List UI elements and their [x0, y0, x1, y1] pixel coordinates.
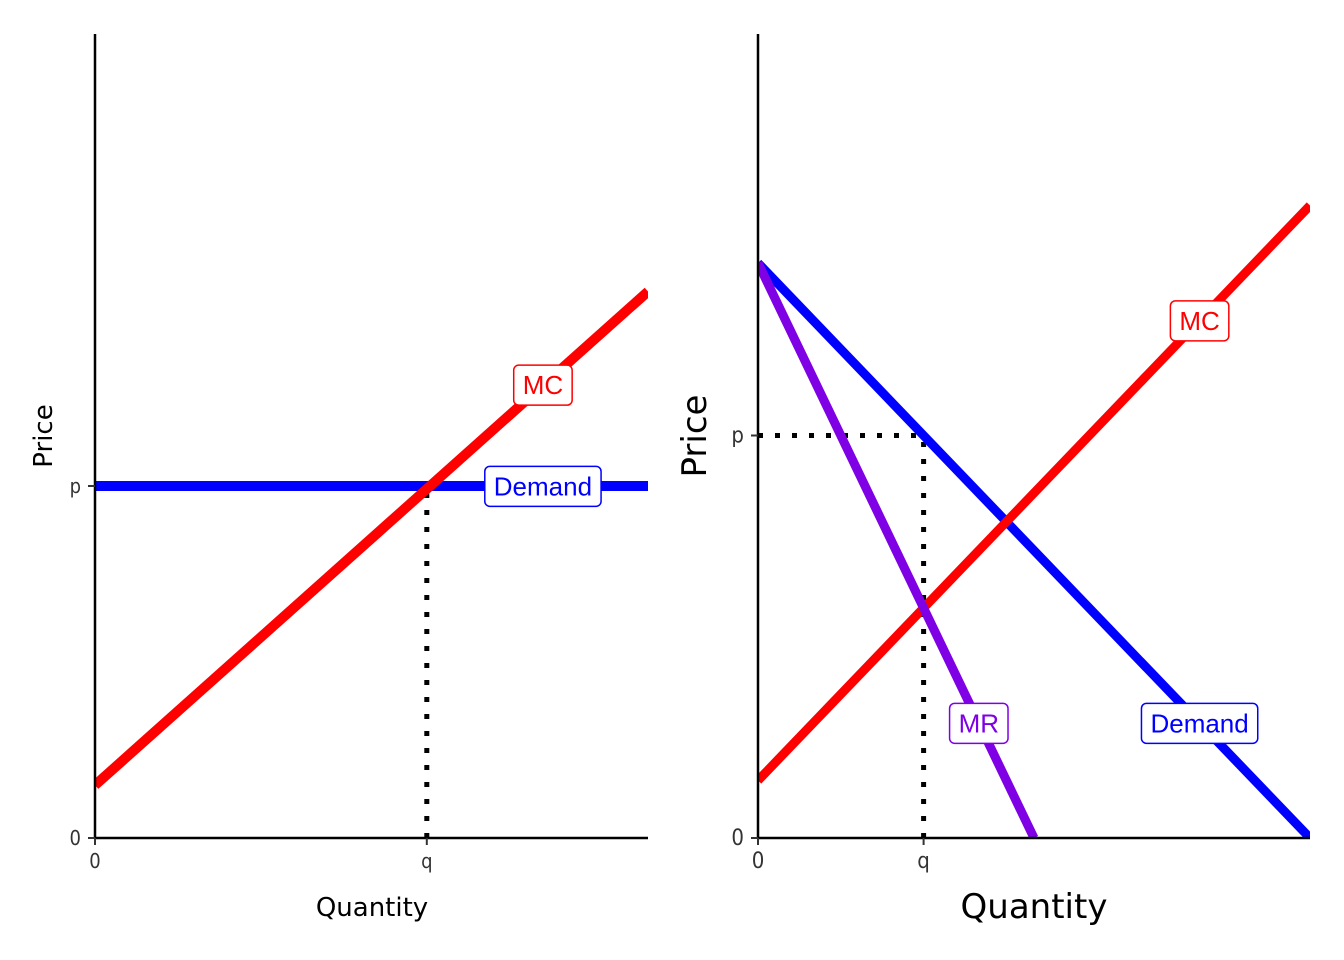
demand-label: Demand	[484, 465, 602, 508]
y-axis-title: Price	[29, 404, 59, 467]
mc-label-text: MC	[523, 370, 563, 400]
x-axis-title: Quantity	[961, 887, 1108, 927]
mr-label-box	[948, 702, 1009, 745]
demand-label-text: Demand	[1150, 708, 1248, 738]
mc-label-box	[512, 364, 573, 406]
demand-label-box	[484, 465, 602, 508]
demand-curve	[758, 259, 1310, 838]
y-tick-label: p	[70, 474, 81, 498]
demand-label-text: Demand	[494, 471, 592, 501]
y-tick-label: 0	[731, 826, 744, 851]
mc-label: MC	[512, 364, 573, 406]
mr-label: MR	[948, 702, 1009, 745]
mr-label-text: MR	[959, 708, 999, 738]
x-tick-label: 0	[89, 849, 100, 873]
y-tick-label: p	[731, 424, 744, 449]
mc-curve	[758, 202, 1310, 784]
demand-label-box	[1140, 702, 1259, 745]
mr-curve	[758, 261, 1039, 838]
y-tick-label: 0	[70, 826, 81, 850]
x-tick-label: 0	[752, 849, 765, 874]
demand-label: Demand	[1140, 702, 1259, 745]
x-tick-label: q	[421, 849, 432, 873]
mc-label: MC	[1169, 300, 1230, 342]
x-axis-title: Quantity	[316, 893, 428, 923]
mc-label-text: MC	[1179, 306, 1219, 336]
x-tick-label: q	[917, 849, 930, 874]
y-axis-title: Price	[675, 395, 715, 478]
mc-label-box	[1169, 300, 1230, 342]
